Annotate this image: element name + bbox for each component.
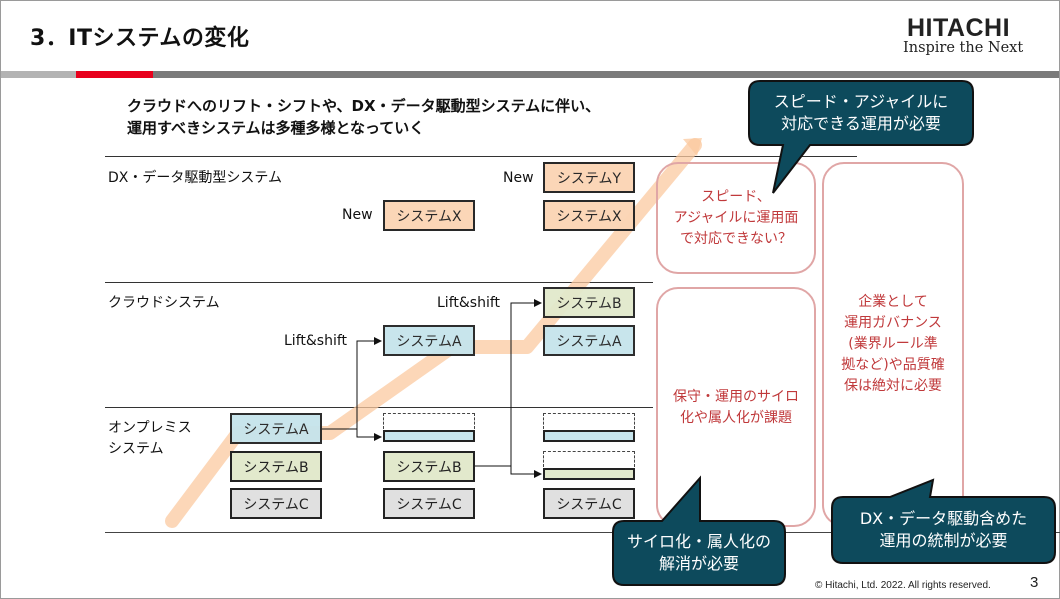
migrated-placeholder	[543, 413, 635, 429]
lift-shift-label: Lift&shift	[437, 295, 501, 311]
lead-text: クラウドへのリフト・シフトや、DX・データ駆動型システムに伴い、 運用すべきシス…	[127, 97, 601, 137]
system-box: システムB	[543, 287, 635, 318]
migrated-placeholder	[383, 413, 475, 429]
row-divider-1	[105, 282, 653, 283]
callout-silo-shape	[612, 475, 786, 586]
lift-shift-connector-b	[475, 299, 542, 467]
callout-governance-text: DX・データ駆動含めた 運用の統制が必要	[859, 509, 1028, 550]
header-bar-accent	[76, 71, 153, 78]
issue-text-speed: スピード、 アジャイルに運用面 で対応できない？	[673, 188, 799, 247]
row-divider-top	[105, 156, 857, 157]
row-divider-bottom	[105, 532, 1060, 533]
page-number: 3	[1030, 574, 1039, 591]
issue-box-governance: 企業として 運用ガバナンス (業界ルール準 拠など)や品質確 保は絶対に必要	[822, 162, 964, 527]
row-divider-2	[105, 407, 653, 408]
callout-speed-shape	[748, 80, 974, 194]
system-box: システムB	[383, 451, 475, 482]
slide-title: 3．ITシステムの変化	[30, 26, 250, 51]
remaining-system-a	[383, 430, 475, 442]
copyright: © Hitachi, Ltd. 2022. All rights reserve…	[815, 580, 991, 591]
row-label-dx: DX・データ駆動型システム	[108, 170, 282, 186]
hitachi-tagline: Inspire the Next	[903, 40, 1024, 56]
issue-text-silo: 保守・運用のサイロ 化や属人化が課題	[673, 389, 799, 426]
lift-shift-label: Lift&shift	[284, 333, 348, 349]
header-bar-right	[153, 71, 1059, 78]
system-box: システムC	[230, 488, 322, 519]
onprem-connector-b	[510, 466, 542, 478]
row-label-onprem: オンプレミス システム	[108, 420, 192, 457]
new-label: New	[342, 207, 373, 223]
migrated-placeholder	[543, 451, 635, 467]
system-box: システムA	[230, 413, 322, 444]
onprem-connector-a	[356, 429, 382, 441]
system-box: システムC	[383, 488, 475, 519]
growth-path-arrowhead	[683, 138, 702, 156]
new-label: New	[503, 170, 534, 186]
system-box: システムA	[383, 325, 475, 356]
system-box: システムC	[543, 488, 635, 519]
callout-governance-shape	[831, 478, 1056, 564]
system-box: システムA	[543, 325, 635, 356]
issue-text-governance: 企業として 運用ガバナンス (業界ルール準 拠など)や品質確 保は絶対に必要	[841, 294, 945, 394]
system-box: システムX	[543, 200, 635, 231]
system-box: システムY	[543, 162, 635, 193]
row-label-cloud: クラウドシステム	[108, 295, 220, 311]
issue-box-speed: スピード、 アジャイルに運用面 で対応できない？	[656, 162, 816, 274]
lift-shift-connector-a	[322, 337, 382, 430]
callout-silo-text: サイロ化・属人化の 解消が必要	[626, 532, 771, 573]
system-box: システムB	[230, 451, 322, 482]
remaining-system-a	[543, 430, 635, 442]
hitachi-logo: HITACHI	[907, 14, 1011, 42]
system-box: システムX	[383, 200, 475, 231]
remaining-system-b	[543, 468, 635, 480]
header-bar-left	[1, 71, 76, 78]
callout-speed-text: スピード・アジャイルに 対応できる運用が必要	[773, 92, 949, 133]
